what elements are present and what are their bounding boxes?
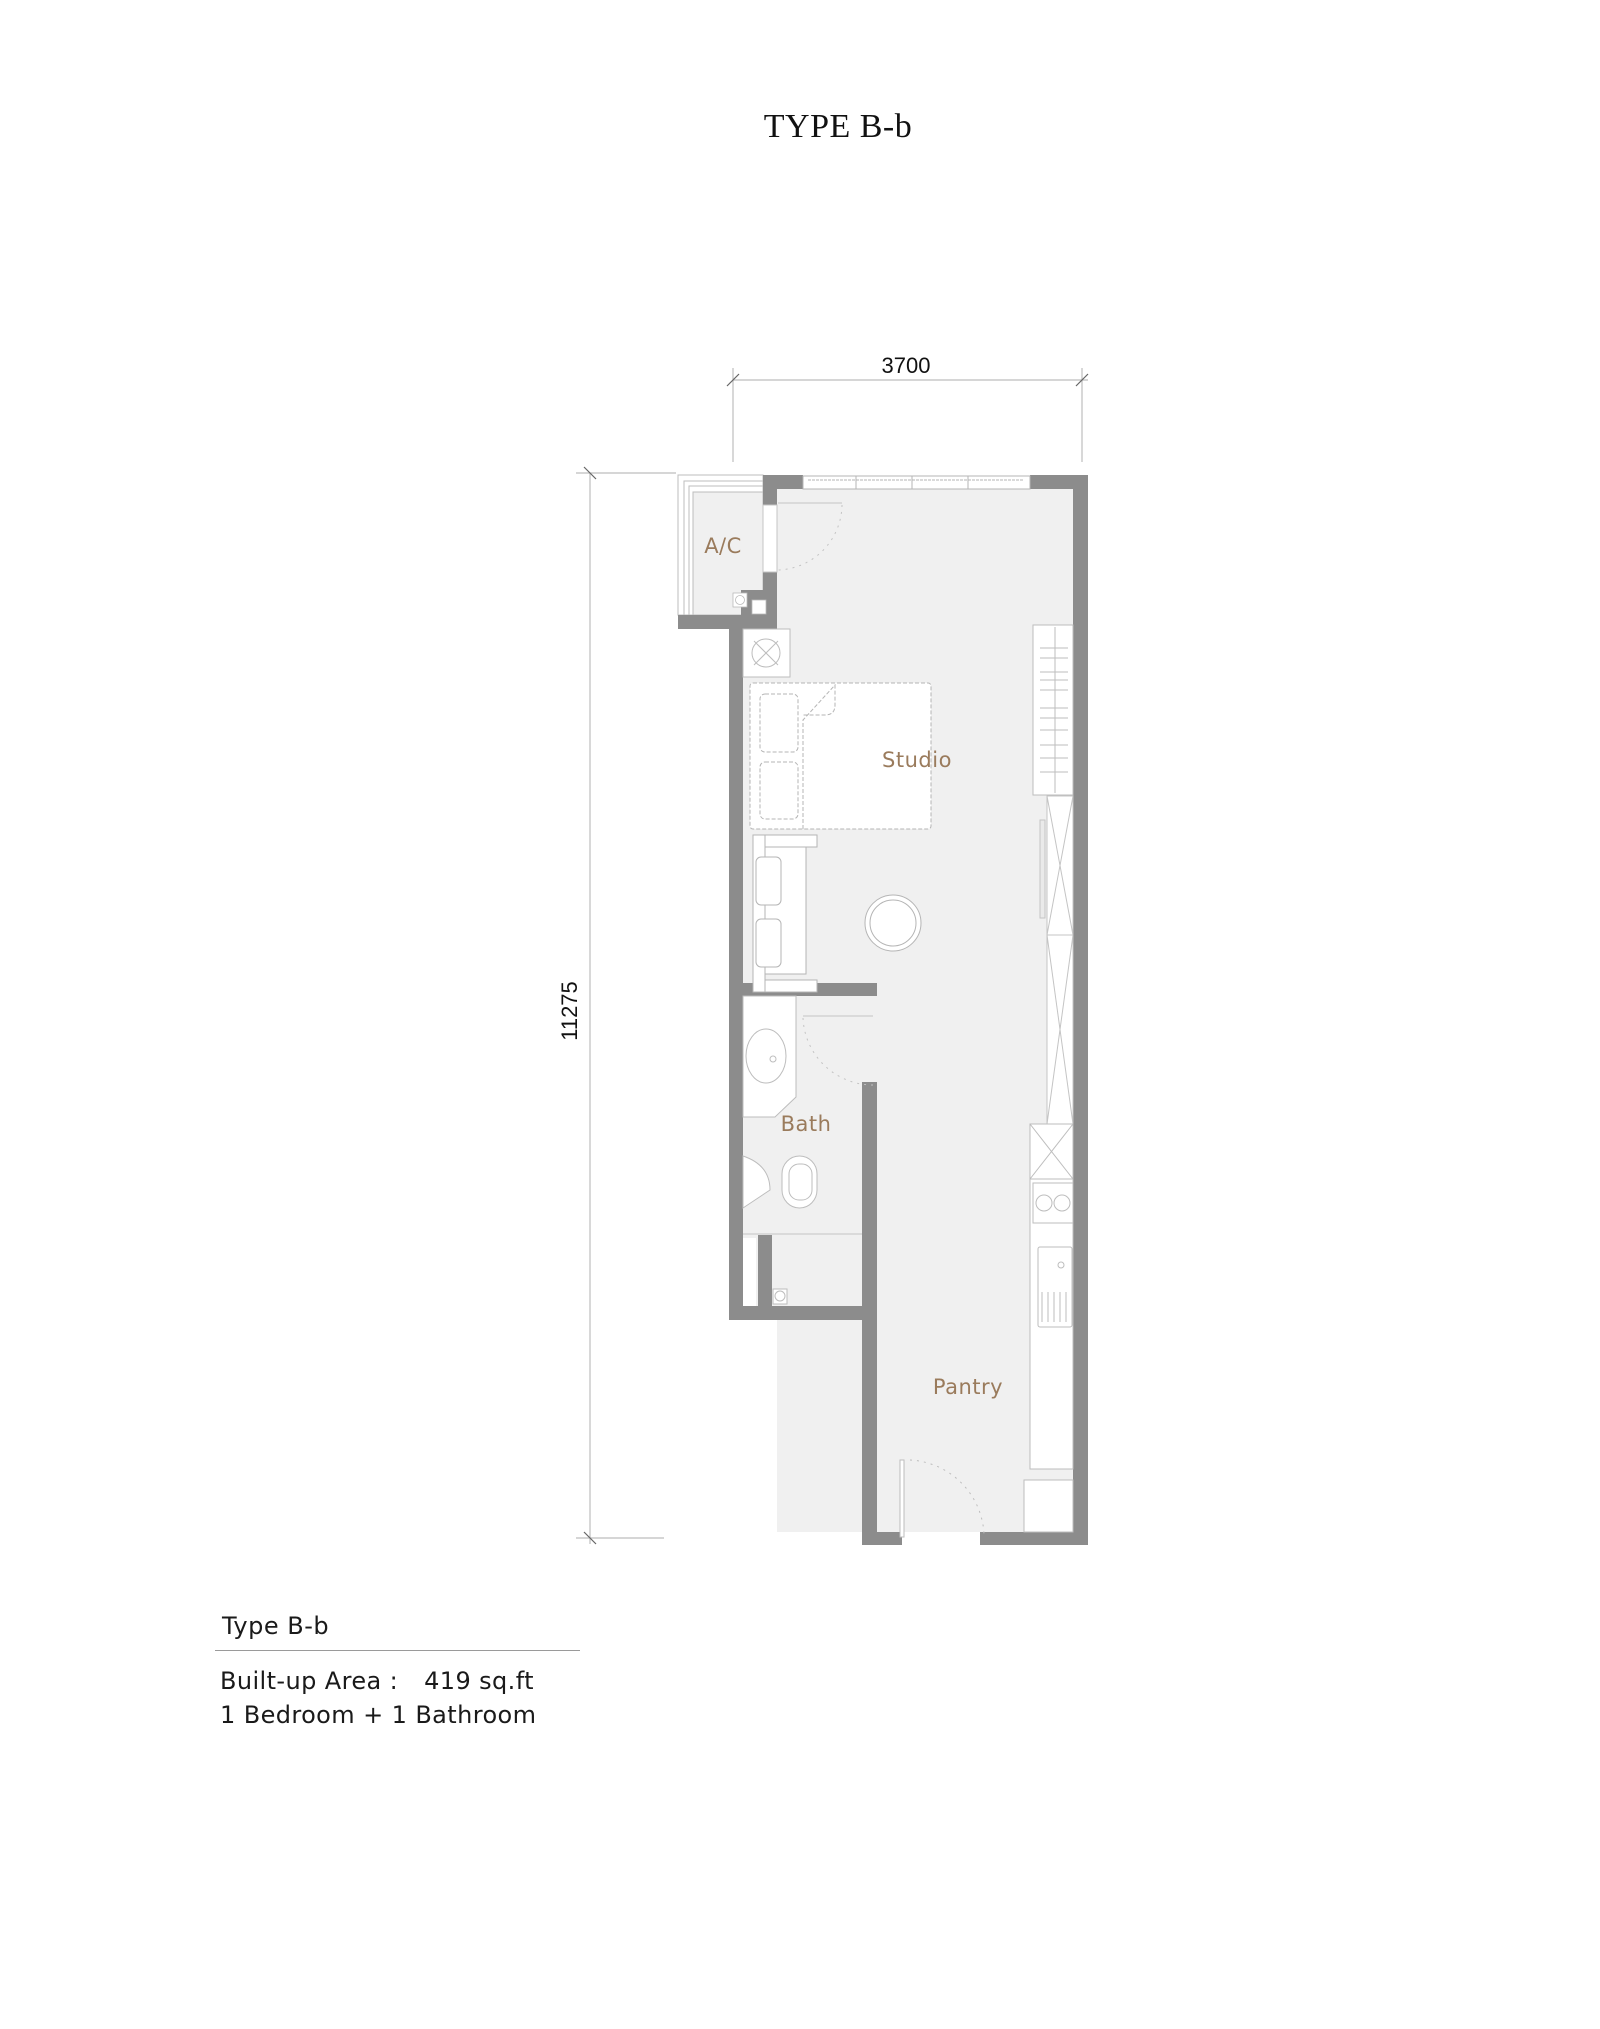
built-up-area: Built-up Area : 419 sq.ft	[220, 1667, 580, 1695]
entrance-door	[899, 1459, 985, 1538]
floor-trap-icon	[772, 1288, 788, 1305]
toilet-icon	[742, 1155, 818, 1209]
room-label-pantry: Pantry	[933, 1375, 1003, 1399]
wardrobe-icon	[1032, 624, 1074, 796]
room-label-studio: Studio	[882, 748, 952, 772]
built-up-area-label: Built-up Area :	[220, 1667, 399, 1695]
table-icon	[864, 894, 922, 952]
bath-door	[802, 1015, 874, 1086]
built-up-area-value: 419 sq.ft	[424, 1667, 534, 1695]
unit-info: Type B-b Built-up Area : 419 sq.ft 1 Bedr…	[215, 1612, 580, 1729]
length-dimension-label: 11275	[557, 981, 582, 1041]
bed-icon	[749, 682, 932, 830]
room-label-bath: Bath	[781, 1112, 832, 1136]
divider	[215, 1650, 580, 1651]
room-label-ac: A/C	[704, 534, 742, 558]
unit-type-label: Type B-b	[222, 1612, 330, 1640]
length-dimension	[576, 466, 676, 1545]
basin-icon	[742, 995, 797, 1118]
width-dimension	[726, 368, 1089, 462]
storage-cabinet-icon	[1039, 795, 1074, 1125]
ac-door	[762, 502, 843, 573]
width-dimension-label: 3700	[882, 353, 931, 378]
washer-icon	[742, 628, 791, 678]
room-configuration: 1 Bedroom + 1 Bathroom	[220, 1701, 537, 1729]
sofa-icon	[752, 834, 818, 993]
fridge-icon	[1029, 1123, 1074, 1180]
kitchen-counter	[1023, 1178, 1074, 1533]
plan-title: TYPE B-b	[763, 108, 913, 145]
windows	[802, 475, 1031, 490]
